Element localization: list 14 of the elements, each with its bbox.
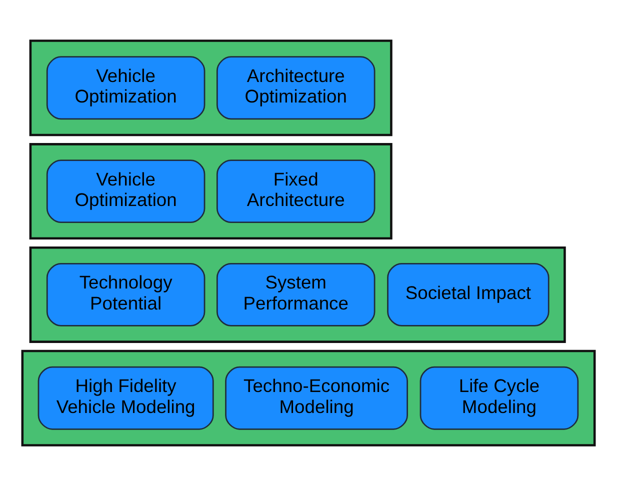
node-box: Societal Impact	[387, 262, 550, 326]
node-box: Life Cycle Modeling	[420, 366, 579, 430]
node-box: Technology Potential	[46, 262, 206, 326]
node-box: High Fidelity Vehicle Modeling	[38, 366, 214, 430]
node-box: Vehicle Optimization	[46, 56, 206, 120]
cluster	[29, 142, 392, 240]
cluster	[21, 349, 596, 446]
cluster	[29, 246, 566, 342]
cluster	[29, 39, 392, 136]
node-box: System Performance	[216, 262, 376, 326]
node-box: Architecture Optimization	[216, 56, 376, 120]
node-box: Fixed Architecture	[216, 159, 376, 222]
node-box: Techno-Economic Modeling	[225, 366, 408, 430]
node-box: Vehicle Optimization	[46, 159, 206, 222]
